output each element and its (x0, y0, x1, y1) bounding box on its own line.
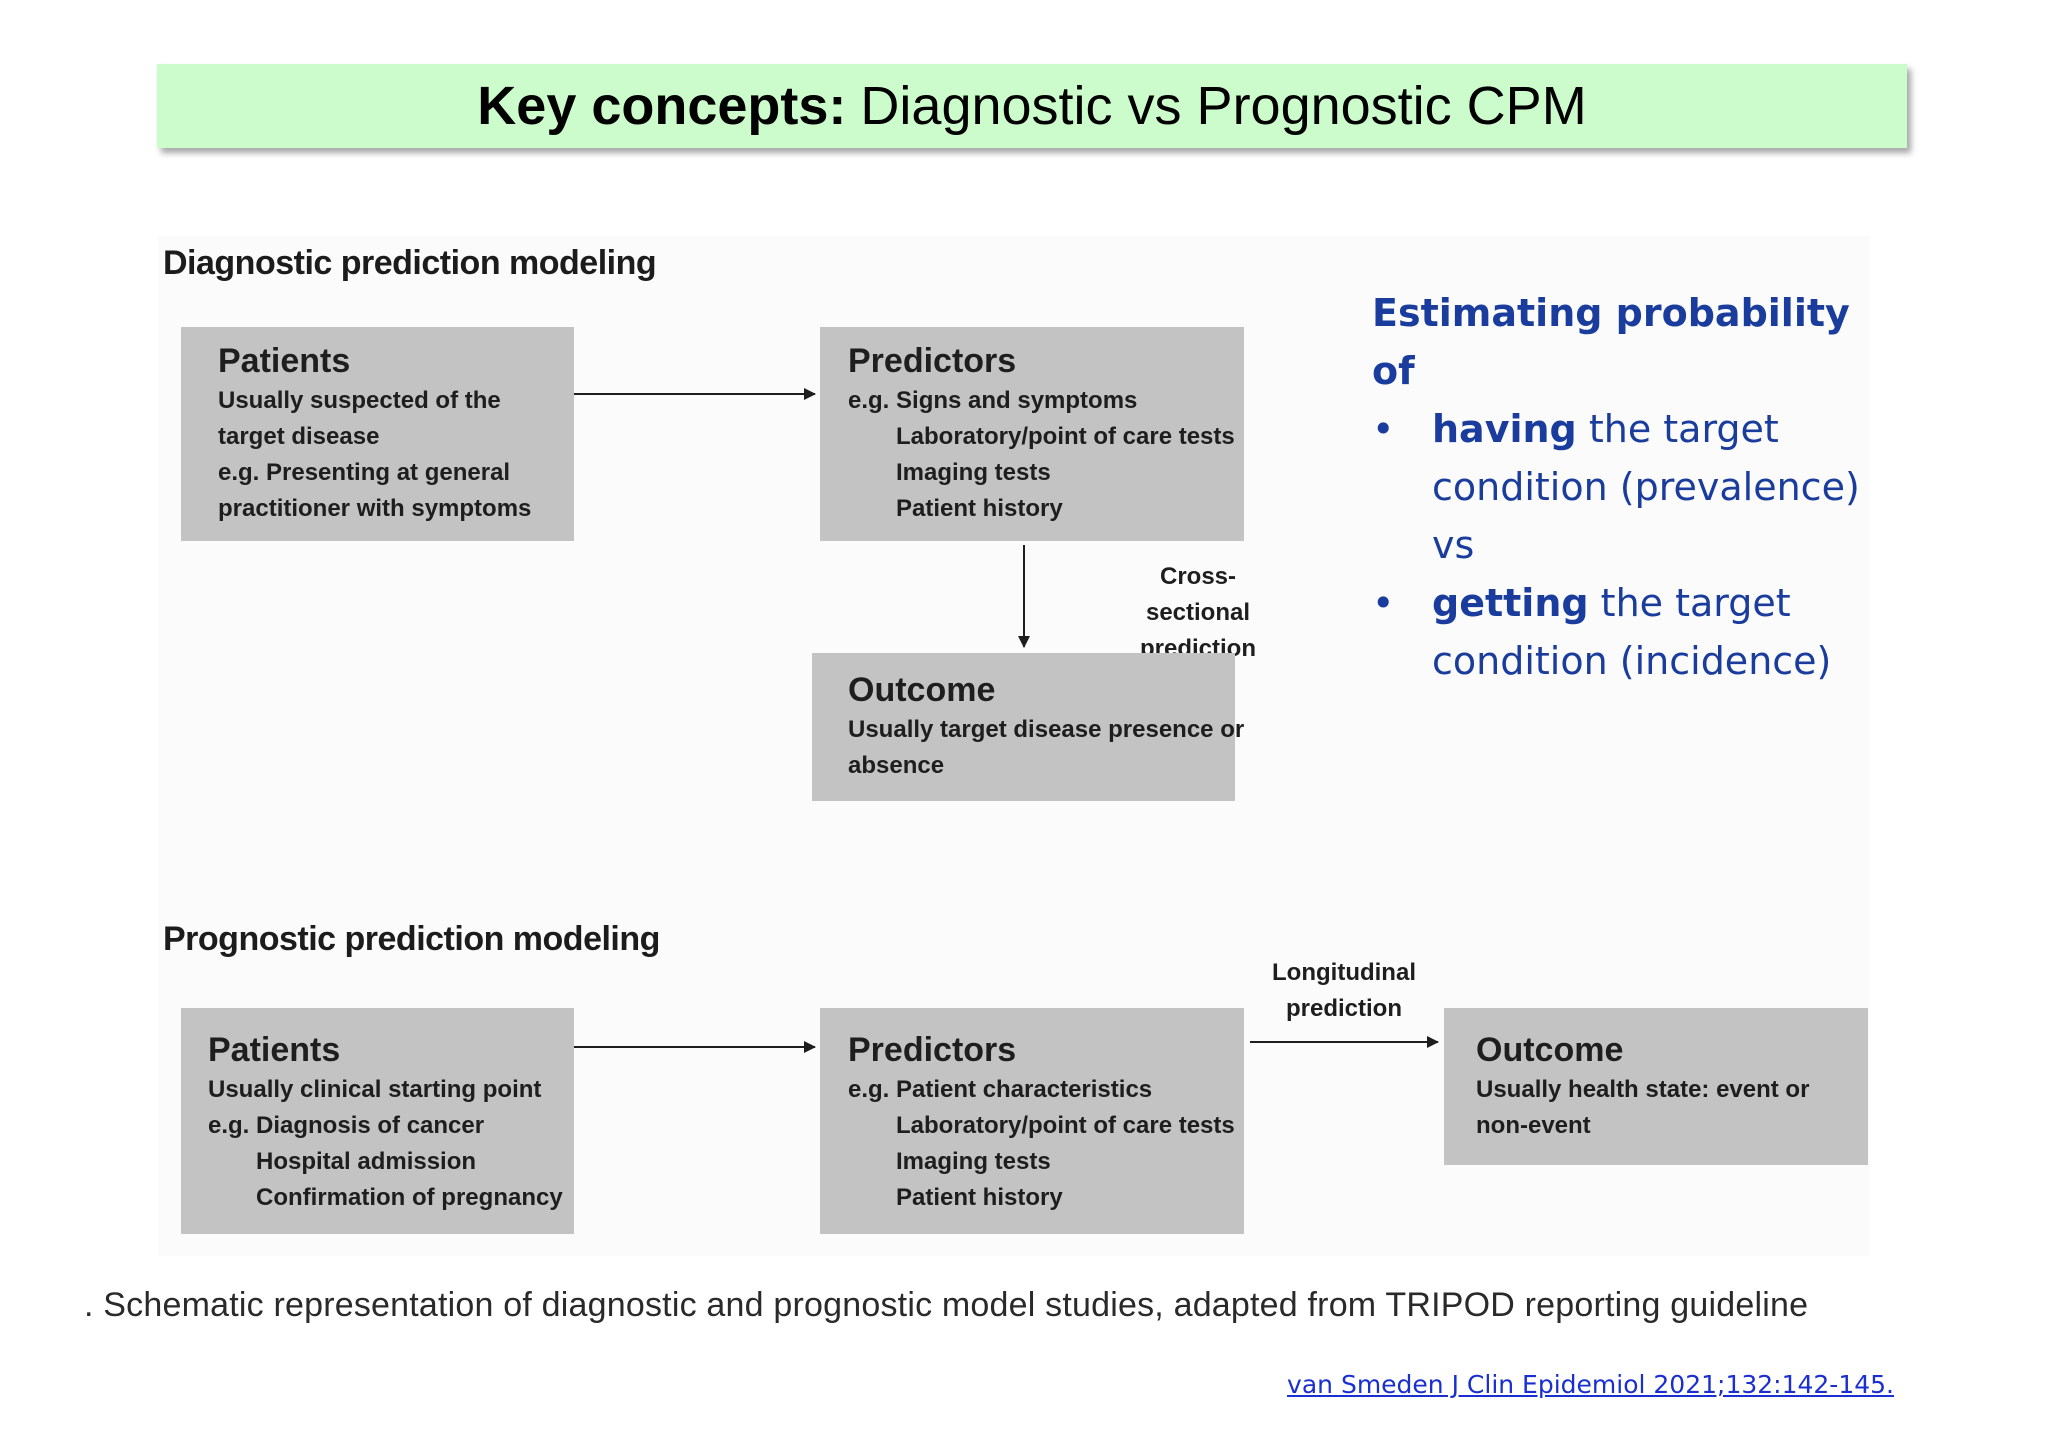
box-line: Hospital admission (256, 1148, 477, 1175)
citation-link[interactable]: van Smeden J Clin Epidemiol 2021;132:142… (1287, 1370, 1894, 1399)
diagnostic-patients-box: Patients Usually suspected of the target… (181, 327, 574, 541)
box-line: absence (848, 752, 945, 779)
note-heading: Estimating probability of (1372, 291, 1850, 393)
box-line: target disease (218, 423, 380, 450)
note-bullet-getting: • getting the target condition (incidenc… (1372, 574, 1892, 690)
box-line: e.g. Patient characteristics (848, 1076, 1153, 1103)
prognostic-heading: Prognostic prediction modeling (163, 920, 660, 958)
diagnostic-outcome-box: Outcome Usually target disease presence … (812, 653, 1245, 801)
label-line: Longitudinal (1272, 959, 1416, 986)
probability-note: Estimating probability of • having the t… (1372, 284, 1892, 690)
box-line: Imaging tests (896, 1148, 1051, 1175)
box-line: Usually suspected of the (218, 387, 501, 414)
note-bullet-text: the target condition (incidence) (1432, 581, 1832, 683)
box-title: Patients (208, 1031, 341, 1069)
box-line: Usually clinical starting point (208, 1076, 542, 1103)
box-title: Predictors (848, 1031, 1017, 1069)
box-title: Predictors (848, 342, 1017, 380)
prognostic-patients-box: Patients Usually clinical starting point… (181, 1008, 574, 1234)
box-line: Patient history (896, 1184, 1063, 1211)
diagnostic-heading: Diagnostic prediction modeling (163, 244, 657, 282)
box-line: Laboratory/point of care tests (896, 423, 1235, 450)
prognostic-outcome-box: Outcome Usually health state: event or n… (1444, 1008, 1868, 1165)
note-bullet-bold: having (1432, 407, 1577, 451)
longitudinal-label: Longitudinal prediction (1254, 955, 1434, 1027)
label-line: prediction (1285, 995, 1402, 1022)
label-line: Cross-sectional (1145, 563, 1251, 626)
box-line: Usually health state: event or (1476, 1076, 1810, 1103)
figure-caption: . Schematic representation of diagnostic… (84, 1286, 1809, 1324)
box-line: e.g. Diagnosis of cancer (208, 1112, 485, 1139)
slide-title-rest: Diagnostic vs Prognostic CPM (860, 76, 1587, 136)
slide-title: Key concepts: Diagnostic vs Prognostic C… (157, 64, 1907, 148)
bullet-icon: • (1372, 407, 1395, 451)
slide-title-bold: Key concepts: (477, 76, 847, 136)
box-line: e.g. Presenting at general (218, 459, 511, 486)
box-line: e.g. Signs and symptoms (848, 387, 1138, 414)
note-list: • having the target condition (prevalenc… (1372, 400, 1892, 690)
bullet-icon: • (1372, 581, 1395, 625)
box-line: Patient history (896, 495, 1063, 522)
note-bullet-bold: getting (1432, 581, 1589, 625)
box-line: Imaging tests (896, 459, 1051, 486)
diagnostic-predictors-box: Predictors e.g. Signs and symptoms Labor… (820, 327, 1244, 541)
box-line: Laboratory/point of care tests (896, 1112, 1235, 1139)
prognostic-predictors-box: Predictors e.g. Patient characteristics … (820, 1008, 1244, 1234)
box-title: Outcome (848, 671, 996, 709)
box-line: Usually target disease presence or (848, 716, 1245, 743)
note-bullet-text: the target condition (prevalence) (1432, 407, 1860, 509)
cross-sectional-label: Cross-sectional prediction (1108, 559, 1288, 667)
note-bullet-having: • having the target condition (prevalenc… (1372, 400, 1892, 516)
box-title: Patients (218, 342, 351, 380)
note-separator-row: vs (1372, 516, 1892, 574)
box-line: practitioner with symptoms (218, 495, 532, 522)
note-separator: vs (1432, 523, 1475, 567)
box-title: Outcome (1476, 1031, 1624, 1069)
box-line: non-event (1476, 1112, 1591, 1139)
box-line: Confirmation of pregnancy (256, 1184, 563, 1211)
